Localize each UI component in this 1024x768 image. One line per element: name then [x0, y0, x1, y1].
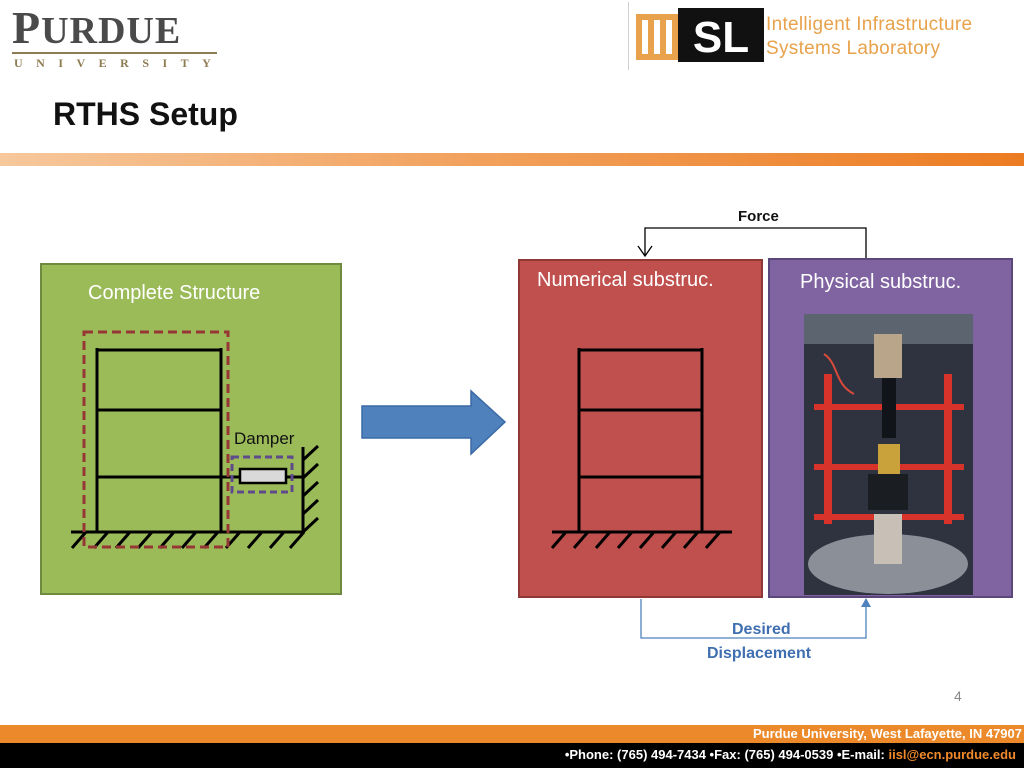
numerical-substructure-label: Numerical substruc.	[537, 269, 714, 291]
numerical-structure-frame	[552, 348, 732, 534]
slide-title: RTHS Setup	[53, 96, 238, 132]
header-orange-band	[0, 153, 1024, 166]
displacement-arrow	[640, 599, 867, 639]
damper-element	[221, 467, 303, 485]
footer-email-link[interactable]: iisl@ecn.purdue.edu	[888, 747, 1016, 762]
transition-arrow	[361, 389, 507, 456]
page-number: 4	[954, 688, 962, 704]
damper-selection-box	[230, 455, 294, 494]
purdue-logo	[8, 0, 230, 76]
force-label: Force	[738, 208, 779, 225]
desired-displacement-label-line2: Displacement	[707, 645, 812, 662]
footer-contact-text: •Phone: (765) 494-7434 •Fax: (765) 494-0…	[564, 747, 889, 762]
footer-black-band	[0, 743, 1024, 768]
force-feedback-arrow	[637, 227, 867, 258]
complete-ground-hatch	[70, 531, 306, 549]
footer-orange-band	[0, 725, 1024, 743]
complete-structure-label: Complete Structure	[88, 282, 261, 304]
footer-address: Purdue University, West Lafayette, IN 47…	[752, 726, 1022, 741]
frame-selection-box	[82, 330, 230, 549]
support-wall	[301, 444, 320, 534]
numerical-ground-hatch	[550, 531, 722, 549]
purdue-wordmark: PURDUE	[12, 2, 182, 53]
purdue-subtitle: UNIVERSITY	[14, 56, 225, 70]
iisl-mark: SL	[693, 13, 749, 62]
iisl-lab-name-line2: Systems Laboratory	[766, 38, 941, 59]
damper-label: Damper	[234, 429, 295, 448]
header-divider	[628, 2, 629, 70]
purdue-logo-rule	[12, 52, 217, 54]
physical-substructure-label: Physical substruc.	[800, 271, 962, 293]
physical-test-photo	[804, 314, 973, 595]
iisl-logo: SL	[636, 8, 764, 62]
complete-structure-frame	[71, 348, 303, 534]
iisl-lab-name-line1: Intelligent Infrastructure	[766, 14, 973, 35]
footer-contact: •Phone: (765) 494-7434 •Fax: (765) 494-0…	[565, 747, 1016, 762]
desired-displacement-label-line1: Desired	[732, 621, 791, 638]
